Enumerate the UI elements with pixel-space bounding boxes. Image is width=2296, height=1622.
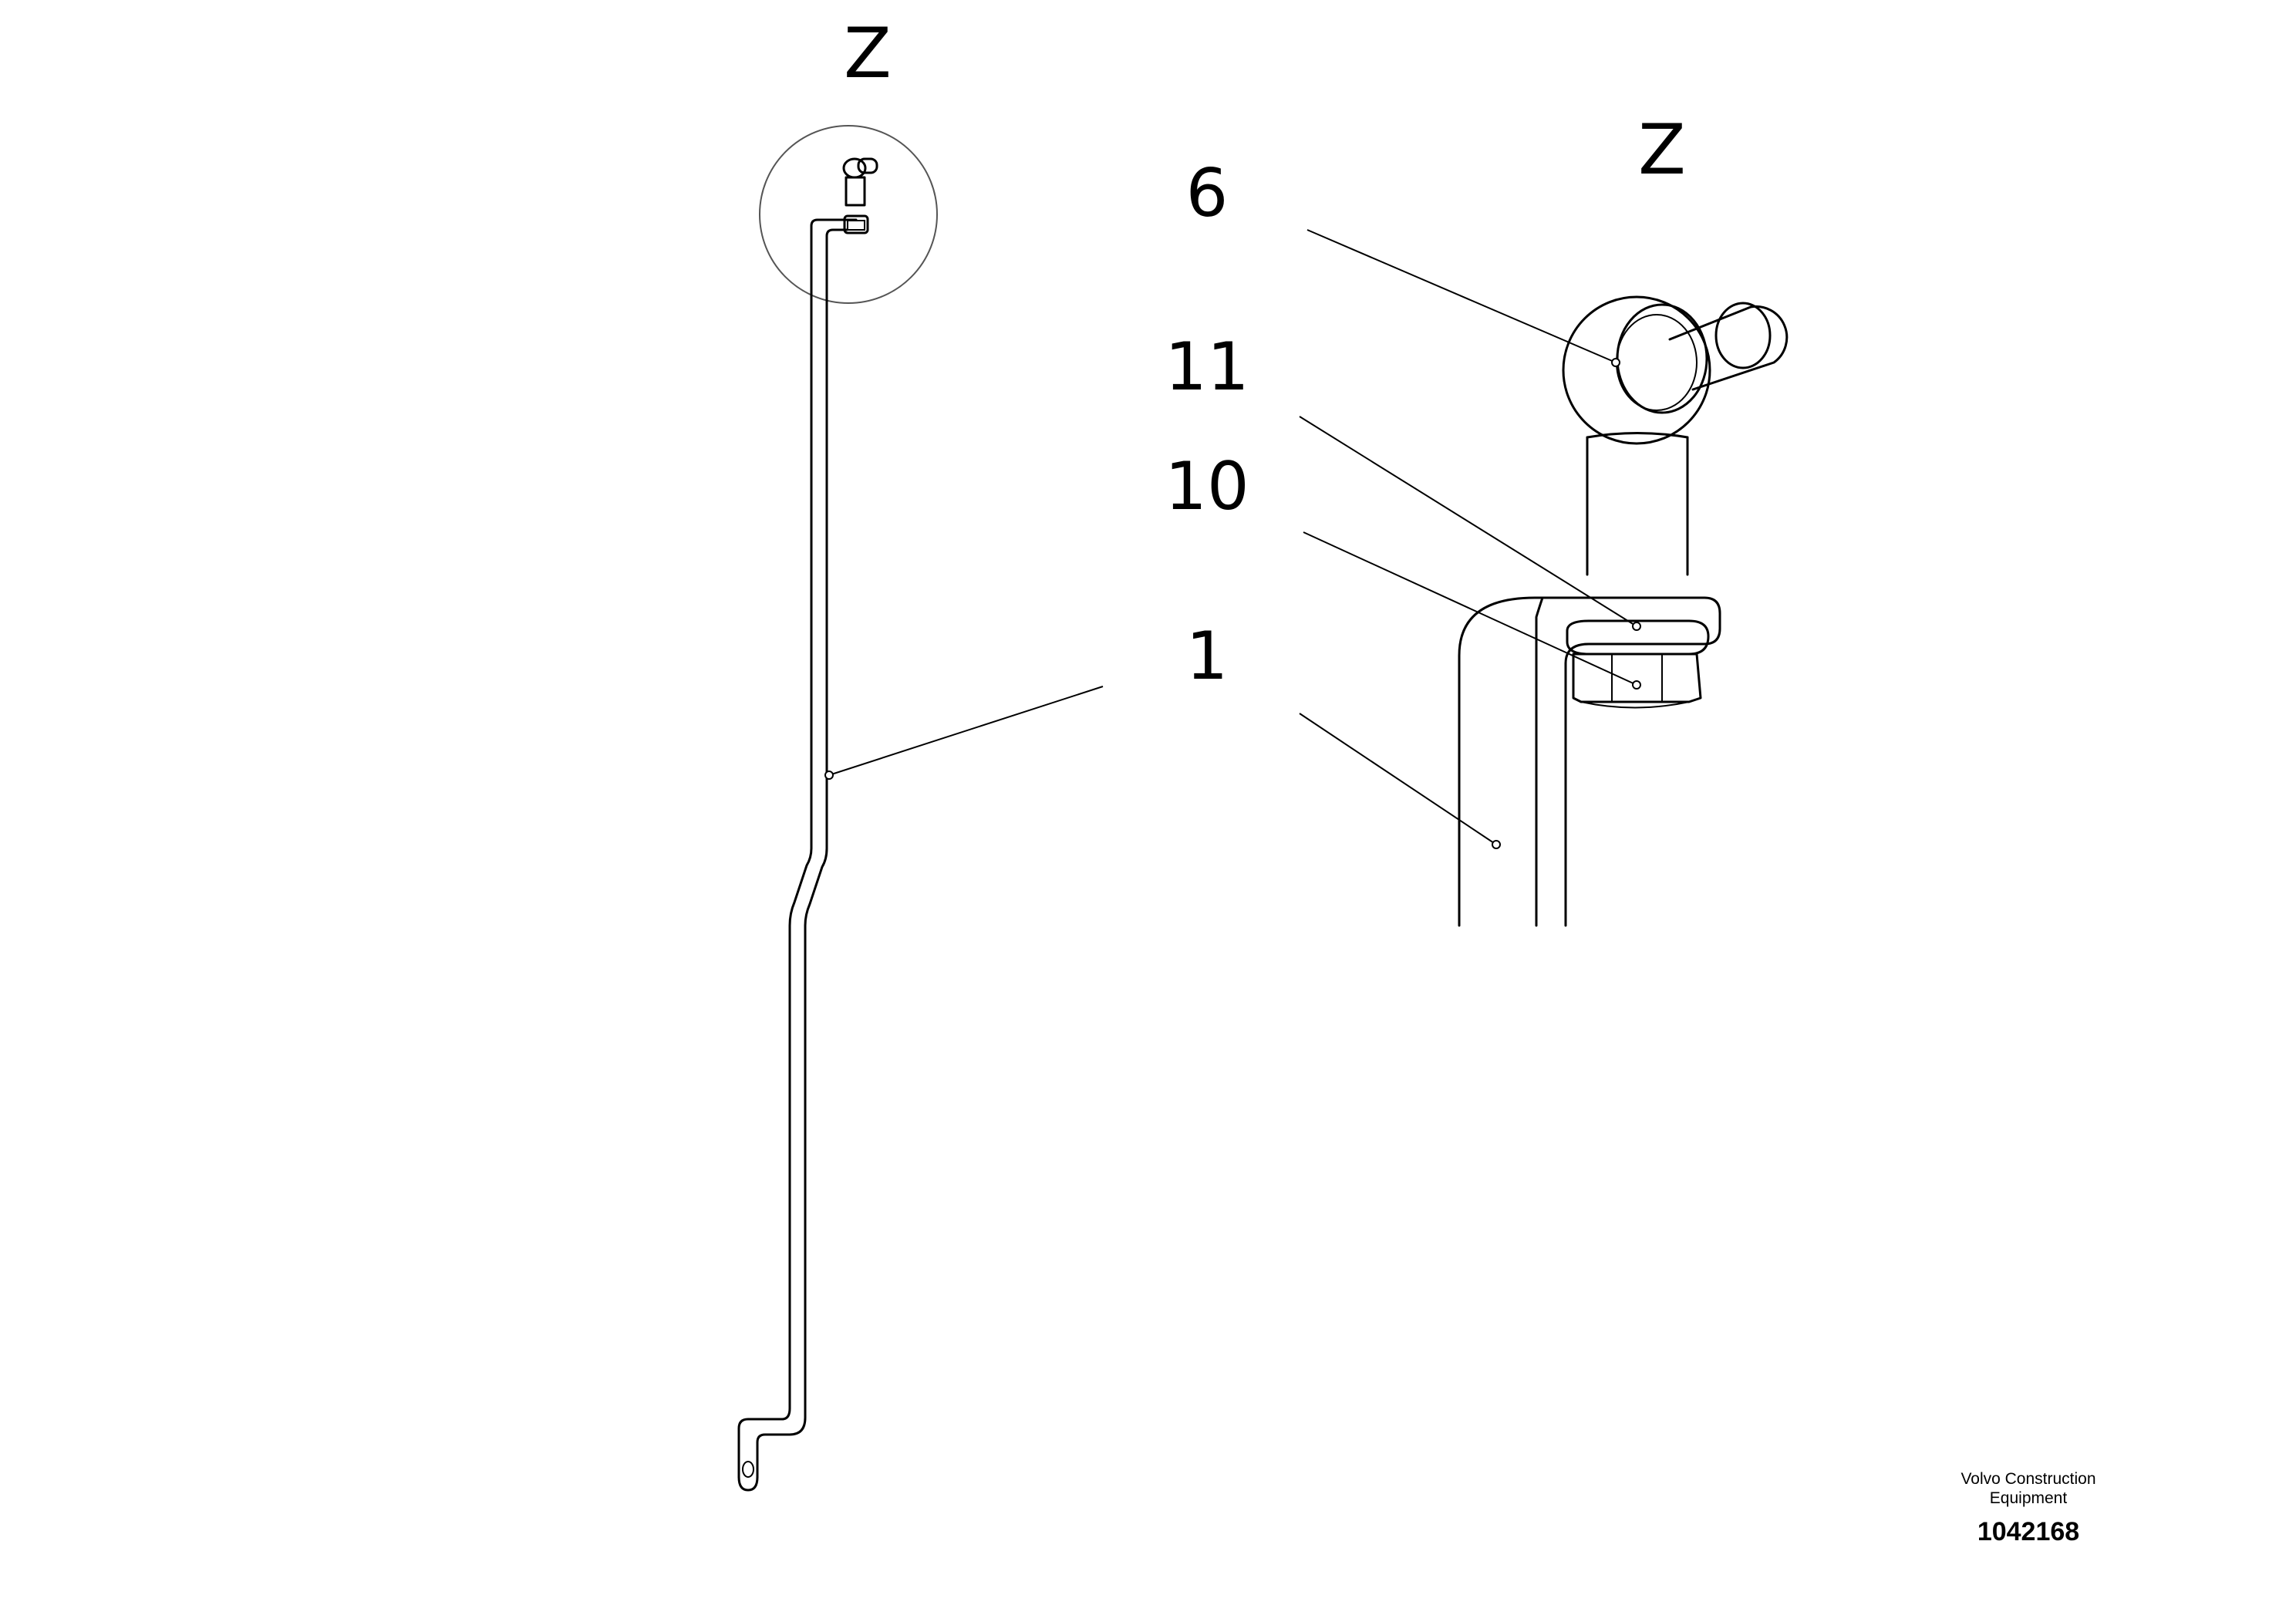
rod-bottom-eye (737, 1475, 759, 1492)
ball-socket (1562, 295, 1711, 445)
hex-nut (1572, 653, 1702, 703)
detail-view-label: Z (1638, 110, 1686, 191)
company-name-line1: Volvo Construction (1961, 1470, 2096, 1488)
callout-6: 6 (1186, 155, 1229, 232)
callout-1-rod: 1 (1186, 618, 1229, 695)
callout-10: 10 (1165, 448, 1249, 525)
detail-marker-label: Z (844, 13, 892, 94)
rod-ball-joint (842, 157, 878, 234)
lever-plate (1458, 596, 1721, 927)
company-name-line2: Equipment (1989, 1489, 2068, 1507)
document-number: 1042168 (1977, 1517, 2080, 1546)
ball-pin (1668, 305, 1789, 391)
detail-view-z (1299, 229, 1789, 927)
rod-outer-right (756, 228, 848, 1479)
document-footer: Volvo Construction Equipment 1042168 (1913, 1469, 2144, 1547)
detail-circle-z (759, 125, 938, 304)
rod-assembly (737, 125, 1104, 1492)
washer (1566, 619, 1710, 656)
rod-outer-left (737, 218, 858, 1479)
callout-11: 11 (1165, 329, 1249, 406)
